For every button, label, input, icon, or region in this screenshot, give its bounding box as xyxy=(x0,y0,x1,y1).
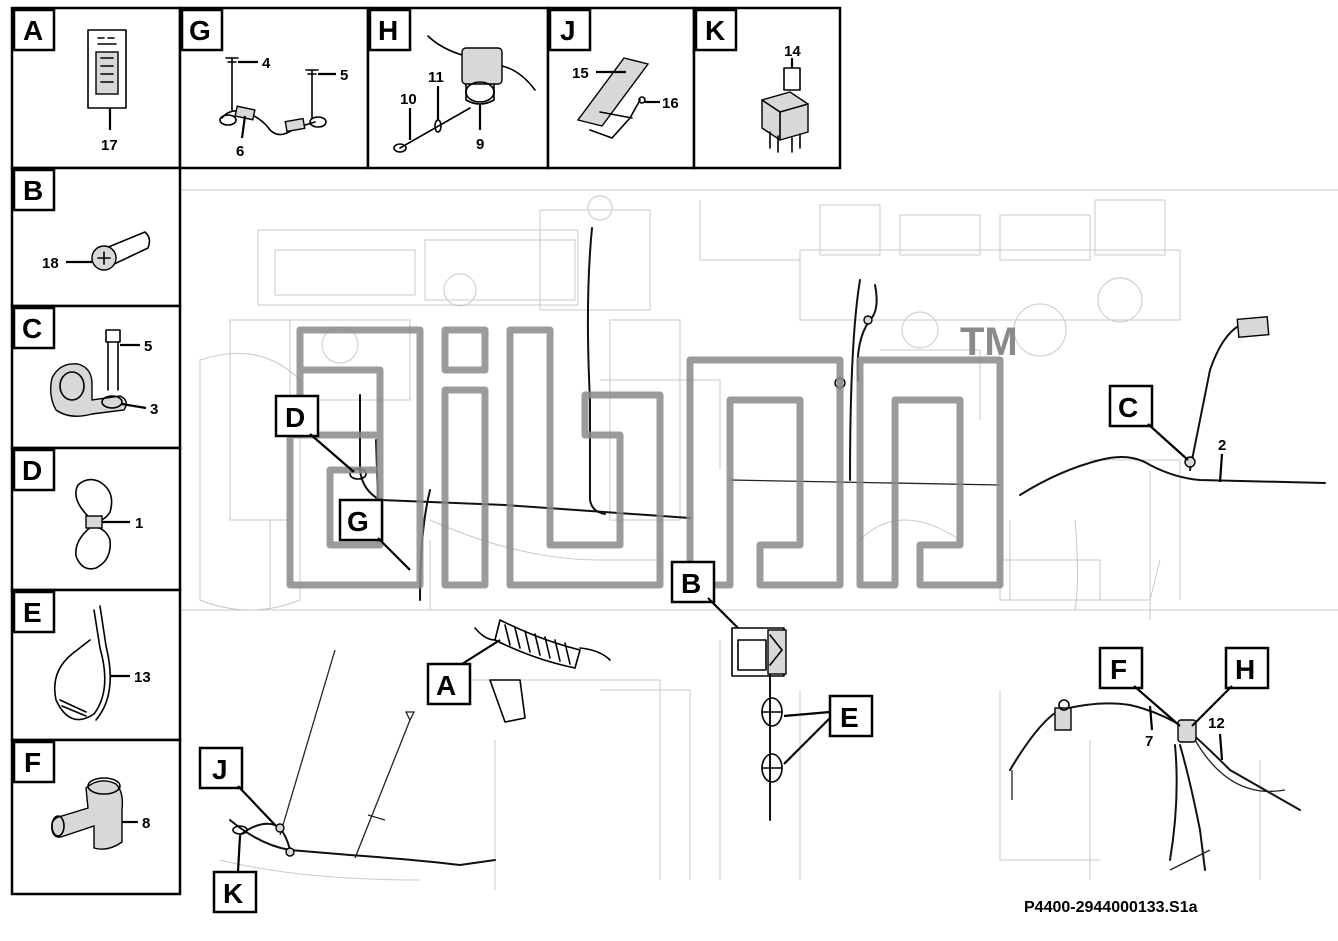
callout-j: J xyxy=(198,746,277,827)
panel-g-letter: G xyxy=(189,15,211,46)
callout-c-letter: C xyxy=(1118,392,1138,423)
harness-wires xyxy=(229,227,1326,871)
callout-g: G xyxy=(338,498,411,571)
battery-switch-icon xyxy=(393,35,536,153)
panel-e-num-13: 13 xyxy=(134,669,151,686)
cable-clip-icon xyxy=(49,329,127,417)
callout-h-letter: H xyxy=(1235,654,1255,685)
panel-j-num-15: 15 xyxy=(572,65,589,82)
main-part-numbers: 2 7 12 xyxy=(1145,437,1226,761)
drawing-code: P4400-2944000133.S1a xyxy=(1024,899,1198,916)
accelerator-pedal-icon xyxy=(576,57,650,139)
callout-k-letter: K xyxy=(223,878,243,909)
detail-panel-e: E 13 xyxy=(10,588,182,742)
main-num-2: 2 xyxy=(1218,437,1226,454)
callout-b: B xyxy=(670,560,739,629)
panel-h-letter: H xyxy=(378,15,398,46)
detail-panel-h: H 11 10 9 xyxy=(366,6,550,170)
panel-h-num-11: 11 xyxy=(428,69,444,86)
ground-strap-icon xyxy=(219,57,327,136)
callout-e: E xyxy=(783,694,874,765)
panel-g-num-5: 5 xyxy=(340,67,348,84)
panel-d-letter: D xyxy=(22,455,42,486)
pedal-assembly xyxy=(474,619,611,723)
panel-a-letter: A xyxy=(23,15,43,46)
callout-c: C xyxy=(1108,384,1189,461)
callout-d-letter: D xyxy=(285,402,305,433)
callout-h: H xyxy=(1191,646,1270,727)
panel-b-num-18: 18 xyxy=(42,255,59,272)
panel-j-num-16: 16 xyxy=(662,95,679,112)
panel-k-num-14: 14 xyxy=(784,43,801,60)
control-unit-box xyxy=(731,627,787,677)
panel-j-letter: J xyxy=(560,15,576,46)
detail-panel-g: G 4 5 6 xyxy=(178,6,370,170)
detail-panel-a: A 17 xyxy=(10,6,182,170)
panel-a-num-17: 17 xyxy=(101,137,118,154)
panel-c-letter: C xyxy=(22,313,42,344)
panel-d-num-1: 1 xyxy=(135,515,143,532)
callout-f: F xyxy=(1098,646,1181,727)
panel-k-letter: K xyxy=(705,15,725,46)
panel-e-letter: E xyxy=(23,597,42,628)
detail-panel-k: K 14 xyxy=(692,6,842,170)
panel-f-letter: F xyxy=(24,747,41,778)
main-num-12: 12 xyxy=(1208,715,1225,732)
callout-f-letter: F xyxy=(1110,654,1127,685)
panel-c-num-5: 5 xyxy=(144,338,152,355)
double-clamp-icon xyxy=(75,478,113,570)
switch-panel-icon xyxy=(87,29,127,109)
panel-h-num-9: 9 xyxy=(476,136,484,153)
panel-f-num-8: 8 xyxy=(142,815,150,832)
callout-j-letter: J xyxy=(212,754,228,785)
detail-panel-j: J 15 16 xyxy=(546,6,696,170)
terminal-cover-icon xyxy=(51,777,124,850)
callout-d: D xyxy=(274,394,355,473)
callout-a: A xyxy=(426,639,501,706)
detail-panel-d: D 1 xyxy=(10,446,182,592)
callout-a-letter: A xyxy=(436,670,456,701)
callout-e-letter: E xyxy=(840,702,859,733)
watermark-logo: TM xyxy=(286,320,1018,589)
cable-clamps xyxy=(761,697,783,783)
main-num-7: 7 xyxy=(1145,733,1153,750)
panel-g-num-6: 6 xyxy=(236,143,244,160)
panel-c-num-3: 3 xyxy=(150,401,158,418)
callout-b-letter: B xyxy=(681,568,701,599)
callout-g-letter: G xyxy=(347,506,369,537)
panel-h-num-10: 10 xyxy=(400,91,417,108)
detail-panel-f: F 8 xyxy=(10,738,182,896)
panel-b-letter: B xyxy=(23,175,43,206)
detail-panel-b: B 18 xyxy=(10,166,182,308)
relay-icon xyxy=(761,67,809,153)
relay-clip xyxy=(232,823,295,857)
cable-tie-icon xyxy=(53,605,112,721)
screw-icon xyxy=(91,231,151,271)
callout-k: K xyxy=(212,835,258,914)
watermark-trademark: TM xyxy=(960,320,1018,364)
detail-panel-c: C 5 3 xyxy=(10,304,182,450)
engine-background-outline xyxy=(179,189,1338,890)
panel-g-num-4: 4 xyxy=(262,55,271,72)
